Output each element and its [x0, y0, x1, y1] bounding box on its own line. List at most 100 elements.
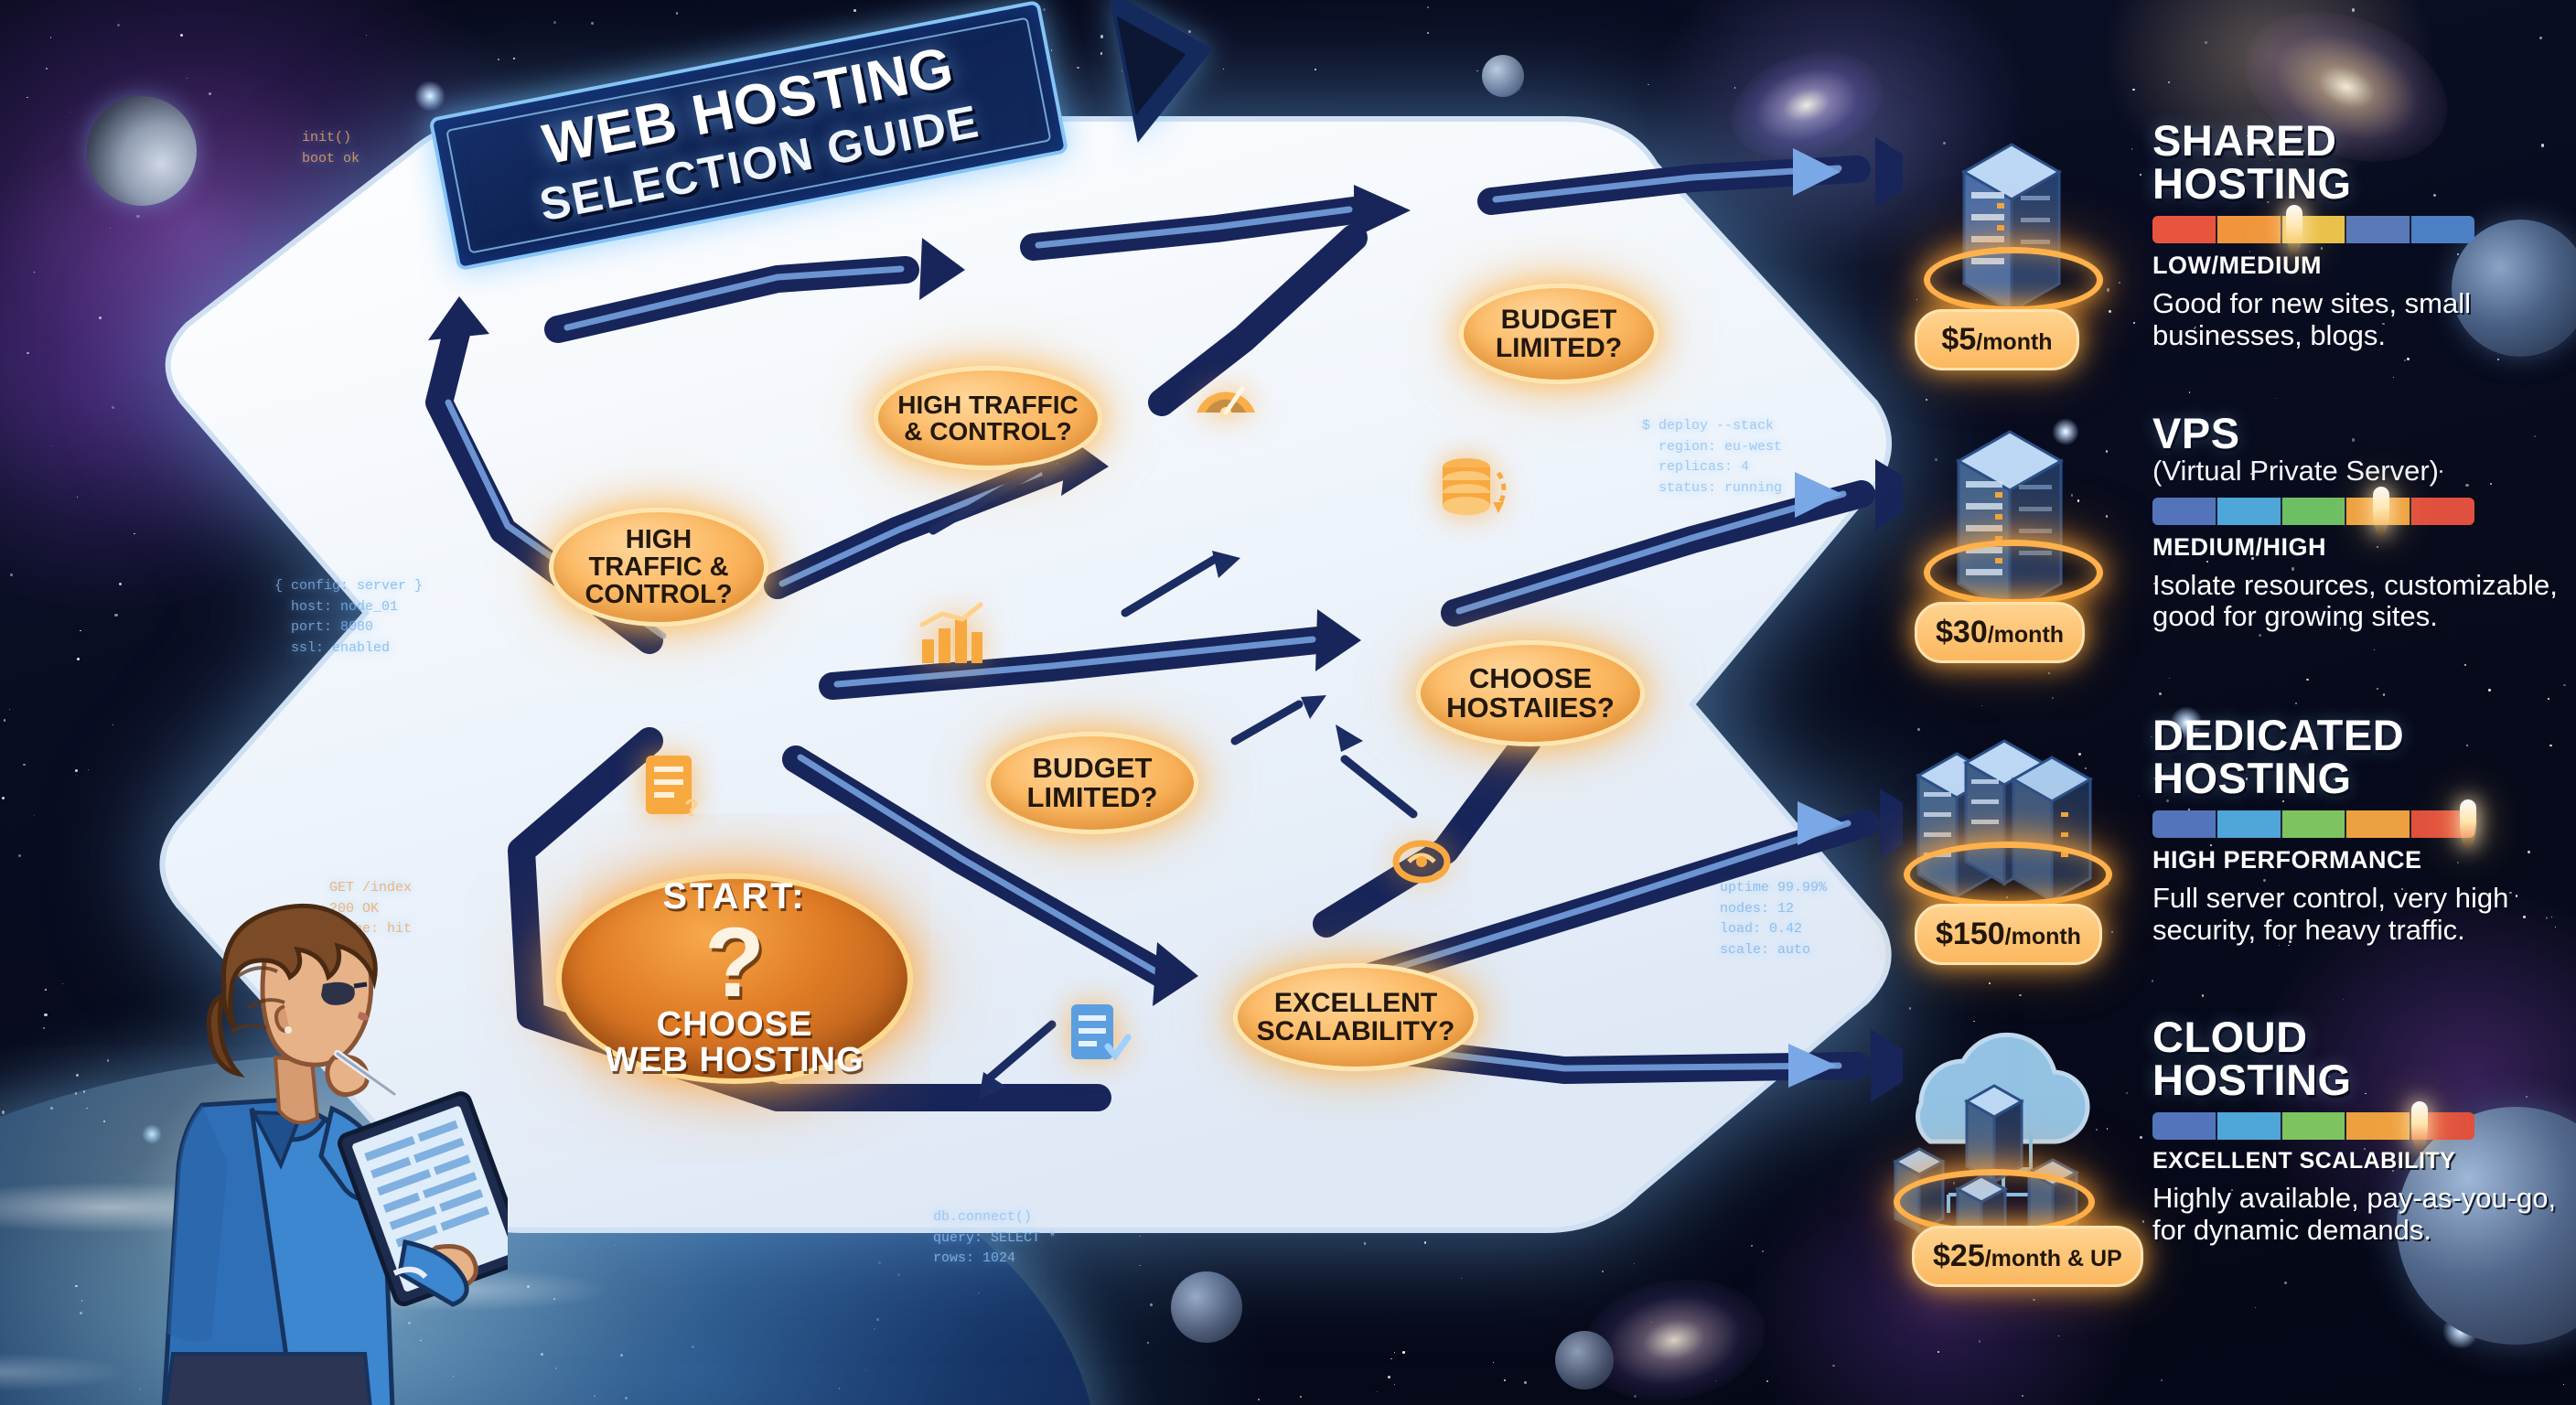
card-title-line: CLOUD	[2152, 1013, 2308, 1061]
card-body: SHARED HOSTING LOW/MEDIUM Good for new s…	[2152, 119, 2575, 351]
node-line: TRAFFIC &	[588, 552, 729, 582]
code-snippet: $ deploy --stack region: eu-west replica…	[1642, 418, 1783, 496]
rating-label: HIGH PERFORMANCE	[2152, 846, 2422, 874]
rating-bar-track	[2152, 810, 2474, 838]
rating-bar-segment-3	[2346, 216, 2412, 243]
node-line: SCALABILITY?	[1256, 1016, 1455, 1046]
rating-label: LOW/MEDIUM	[2152, 252, 2322, 279]
rating-bar-segment-3	[2346, 810, 2412, 838]
price-unit: /month	[1976, 329, 2053, 355]
code-snippet: init() boot ok	[302, 130, 360, 166]
price-amount: $25	[1933, 1239, 1985, 1273]
speedometer-icon	[1189, 361, 1262, 430]
node-line: HIGH	[625, 524, 692, 554]
price-amount: $150	[1936, 917, 2005, 951]
rating-bar-segment-0	[2152, 1112, 2217, 1140]
card-title-line: HOSTING	[2152, 754, 2352, 802]
moon-icon	[87, 96, 197, 206]
node-line: BUDGET	[1032, 751, 1153, 784]
start-node-label-line-2: WEB HOSTING	[605, 1041, 864, 1080]
hosting-card-vps[interactable]: $30/month VPS (Virtual Private Server) M…	[1898, 412, 2575, 686]
card-title-line: HOSTING	[2152, 159, 2352, 208]
node-line: HOSTAIIES?	[1446, 692, 1615, 724]
rating-label: EXCELLENT SCALABILITY	[2152, 1148, 2456, 1174]
rating-bar-segment-1	[2216, 1112, 2282, 1140]
rating-marker	[2285, 205, 2302, 254]
planet-icon	[1171, 1271, 1242, 1343]
card-body: DEDICATED HOSTING HIGH PERFORMANCE Full …	[2152, 713, 2575, 946]
node-line: LIMITED?	[1026, 781, 1158, 813]
decision-node-budget-limited-upper[interactable]: BUDGET LIMITED?	[1459, 284, 1658, 384]
card-description: Isolate resources, customizable, good fo…	[2152, 568, 2558, 633]
rating-bar-segment-0	[2152, 497, 2217, 525]
start-node-prefix: START:	[662, 876, 807, 917]
rating-bar-segment-2	[2281, 1112, 2347, 1140]
card-title: CLOUD HOSTING	[2152, 1015, 2575, 1101]
card-title-line: DEDICATED	[2152, 711, 2405, 759]
rating-bar-segment-2	[2281, 497, 2347, 525]
price-badge-dedicated: $150/month	[1915, 904, 2102, 965]
start-node[interactable]: START: ? CHOOSE WEB HOSTING	[556, 874, 913, 1084]
planet-icon	[2452, 220, 2576, 357]
card-title-line: HOSTING	[2152, 1056, 2352, 1104]
price-amount: $30	[1936, 615, 1988, 649]
rating-bar-segment-0	[2152, 216, 2217, 243]
price-unit: /month	[1987, 622, 2065, 648]
card-title: SHARED HOSTING	[2152, 119, 2575, 205]
price-unit: /month & UP	[1984, 1246, 2122, 1271]
rating-label: MEDIUM/HIGH	[2152, 532, 2326, 561]
hosting-card-shared[interactable]: $5/month SHARED HOSTING LOW/MEDIUM Good …	[1898, 119, 2575, 393]
icon-glow-ring	[1904, 842, 2112, 907]
rating-bar-segment-0	[2152, 810, 2217, 838]
rating-bar-shared	[2152, 205, 2474, 254]
price-badge-cloud: $25/month & UP	[1912, 1226, 2143, 1287]
rating-bar-track	[2152, 216, 2474, 243]
decision-node-budget-limited-center[interactable]: BUDGET LIMITED?	[986, 732, 1198, 834]
rating-bar-track	[2152, 497, 2474, 525]
hosting-card-cloud[interactable]: $25/month & UP CLOUD HOSTING EXCELLENT S…	[1866, 1015, 2556, 1290]
rating-bar-segment-1	[2216, 810, 2282, 838]
rating-marker	[2411, 1101, 2429, 1151]
question-mark-icon: ?	[704, 906, 765, 1017]
svg-text:?: ?	[684, 794, 699, 821]
rating-bar-segment-1	[2216, 216, 2282, 243]
rating-bar-segment-4	[2411, 497, 2474, 525]
rating-marker	[2372, 486, 2389, 536]
rating-bar-dedicated	[2152, 799, 2476, 849]
node-line: CHOOSE	[1468, 661, 1593, 694]
decision-node-high-traffic-control-upper[interactable]: HIGH TRAFFIC & CONTROL?	[874, 366, 1102, 470]
price-amount: $5	[1941, 322, 1977, 357]
node-line: LIMITED?	[1495, 333, 1623, 363]
code-snippet: { config: server } host: node_01 port: 8…	[274, 578, 424, 656]
price-unit: /month	[2004, 924, 2081, 949]
document-list-icon: ?	[640, 750, 706, 828]
price-badge-vps: $30/month	[1915, 602, 2086, 663]
code-snippet: db.connect() query: SELECT * rows: 1024	[933, 1209, 1057, 1266]
decision-node-high-traffic-control-left[interactable]: HIGH TRAFFIC & CONTROL?	[549, 508, 768, 627]
rating-bar-vps	[2152, 486, 2474, 536]
code-snippet: uptime 99.99% nodes: 12 load: 0.42 scale…	[1720, 880, 1828, 958]
card-title: DEDICATED HOSTING	[2152, 713, 2575, 799]
card-subtitle: (Virtual Private Server)	[2152, 455, 2439, 487]
card-description: Highly available, pay-as-you-go, for dyn…	[2152, 1182, 2557, 1246]
rating-marker	[2459, 799, 2476, 849]
card-title: VPS	[2152, 412, 2575, 455]
node-line: CONTROL?	[585, 580, 733, 610]
node-line: HIGH TRAFFIC	[897, 390, 1079, 419]
thinking-woman-with-tablet	[114, 878, 528, 1405]
decision-node-choose-hostaiies[interactable]: CHOOSE HOSTAIIES?	[1416, 640, 1645, 746]
rating-bar-segment-4	[2411, 216, 2474, 243]
card-description: Good for new sites, small businesses, bl…	[2152, 287, 2472, 351]
checklist-icon	[1066, 997, 1135, 1073]
card-body: CLOUD HOSTING EXCELLENT SCALABILITY High…	[2152, 1015, 2575, 1246]
hosting-card-dedicated[interactable]: $150/month DEDICATED HOSTING HIGH PERFOR…	[1898, 713, 2575, 988]
server-cluster-icon	[1898, 713, 2127, 942]
decision-node-excellent-scalability[interactable]: EXCELLENT SCALABILITY?	[1233, 963, 1478, 1071]
start-node-label-line-1: CHOOSE	[656, 1004, 813, 1044]
card-description: Full server control, very high security,…	[2152, 882, 2509, 946]
icon-glow-ring	[1924, 247, 2103, 313]
card-body: VPS (Virtual Private Server) MEDIUM/HIGH…	[2152, 412, 2575, 633]
node-line: BUDGET	[1500, 304, 1617, 335]
planet-icon	[1555, 1331, 1614, 1389]
